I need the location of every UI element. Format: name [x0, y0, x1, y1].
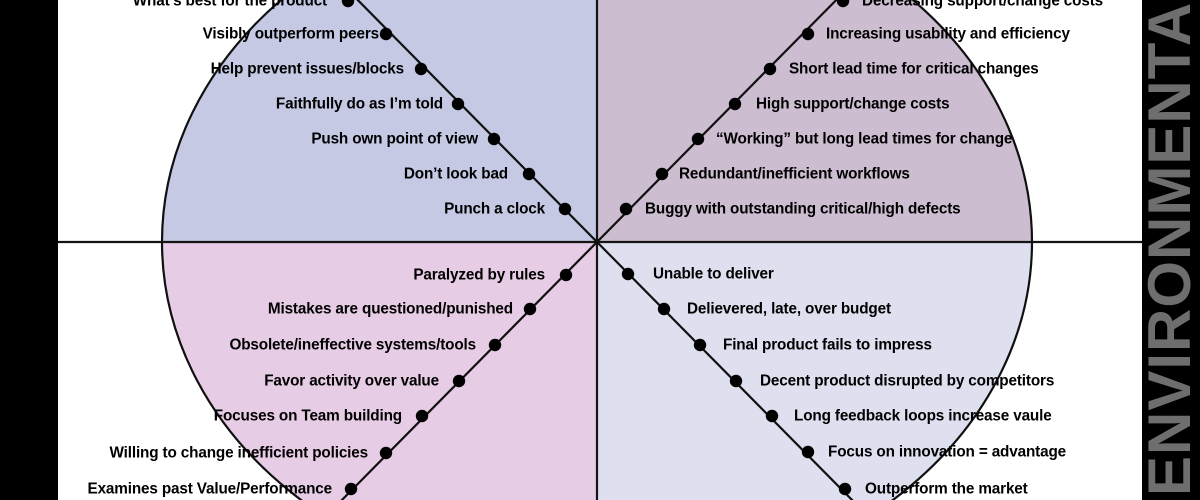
node-dot [729, 374, 743, 388]
node-dot [763, 62, 777, 76]
item-label: Willing to change inefficient policies [109, 444, 369, 462]
node-dot [801, 27, 815, 41]
item-label: High support/change costs [756, 95, 950, 113]
item-label: Final product fails to impress [723, 336, 932, 354]
item-label: Favor activity over value [264, 372, 439, 390]
item-label: Decent product disrupted by competitors [760, 372, 1055, 390]
node-dot [487, 132, 501, 146]
left-black-bar [0, 0, 58, 500]
node-dot [522, 167, 536, 181]
item-label: Redundant/inefficient workflows [679, 165, 910, 183]
item-label: Examines past Value/Performance [87, 480, 333, 498]
item-label: Faithfully do as I’m told [275, 95, 443, 113]
node-dot [655, 167, 669, 181]
item-label: Punch a clock [444, 200, 545, 218]
node-dot [657, 302, 671, 316]
node-dot [415, 409, 429, 423]
right-black-bar [1142, 0, 1200, 500]
item-label: Mistakes are questioned/punished [267, 300, 513, 318]
diagonal-ne-sw [340, 0, 838, 500]
item-label: Increasing usability and efficiency [826, 25, 1070, 43]
vertical-axis-title: ENVIRONMENTAL [1136, 0, 1200, 496]
item-label: Paralyzed by rules [413, 266, 545, 284]
node-dots [341, 0, 852, 496]
node-dot [765, 409, 779, 423]
node-dot [619, 202, 633, 216]
node-dot [838, 482, 852, 496]
item-label: Buggy with outstanding critical/high def… [645, 200, 961, 218]
item-label: What’s best for the product [132, 0, 327, 10]
node-dot [451, 97, 465, 111]
node-dot [379, 446, 393, 460]
item-label: Push own point of view [311, 130, 478, 148]
node-dot [379, 27, 393, 41]
item-label: Short lead time for critical changes [789, 60, 1039, 78]
item-label: Focus on innovation = advantage [828, 443, 1067, 461]
node-dot [691, 132, 705, 146]
node-dot [801, 445, 815, 459]
item-label: Focuses on Team building [213, 407, 402, 425]
item-label: Outperform the market [865, 480, 1028, 498]
node-dot [523, 302, 537, 316]
item-label: Visibly outperform peers [202, 25, 379, 43]
node-dot [414, 62, 428, 76]
node-dot [559, 268, 573, 282]
item-label: Delievered, late, over budget [687, 300, 891, 318]
node-dot [836, 0, 850, 8]
node-dot [344, 482, 358, 496]
item-label: Obsolete/ineffective systems/tools [229, 336, 476, 354]
node-dot [621, 267, 635, 281]
item-label: Unable to deliver [653, 265, 774, 283]
node-dot [341, 0, 355, 8]
item-label: Help prevent issues/blocks [210, 60, 404, 78]
node-dot [452, 374, 466, 388]
node-dot [728, 97, 742, 111]
item-label: Decreasing support/change costs [862, 0, 1104, 10]
item-label: Long feedback loops increase vaule [794, 407, 1052, 425]
item-label: Don’t look bad [403, 165, 508, 183]
node-dot [488, 338, 502, 352]
node-dot [693, 338, 707, 352]
node-dot [558, 202, 572, 216]
item-label: “Working” but long lead times for change [716, 130, 1013, 148]
